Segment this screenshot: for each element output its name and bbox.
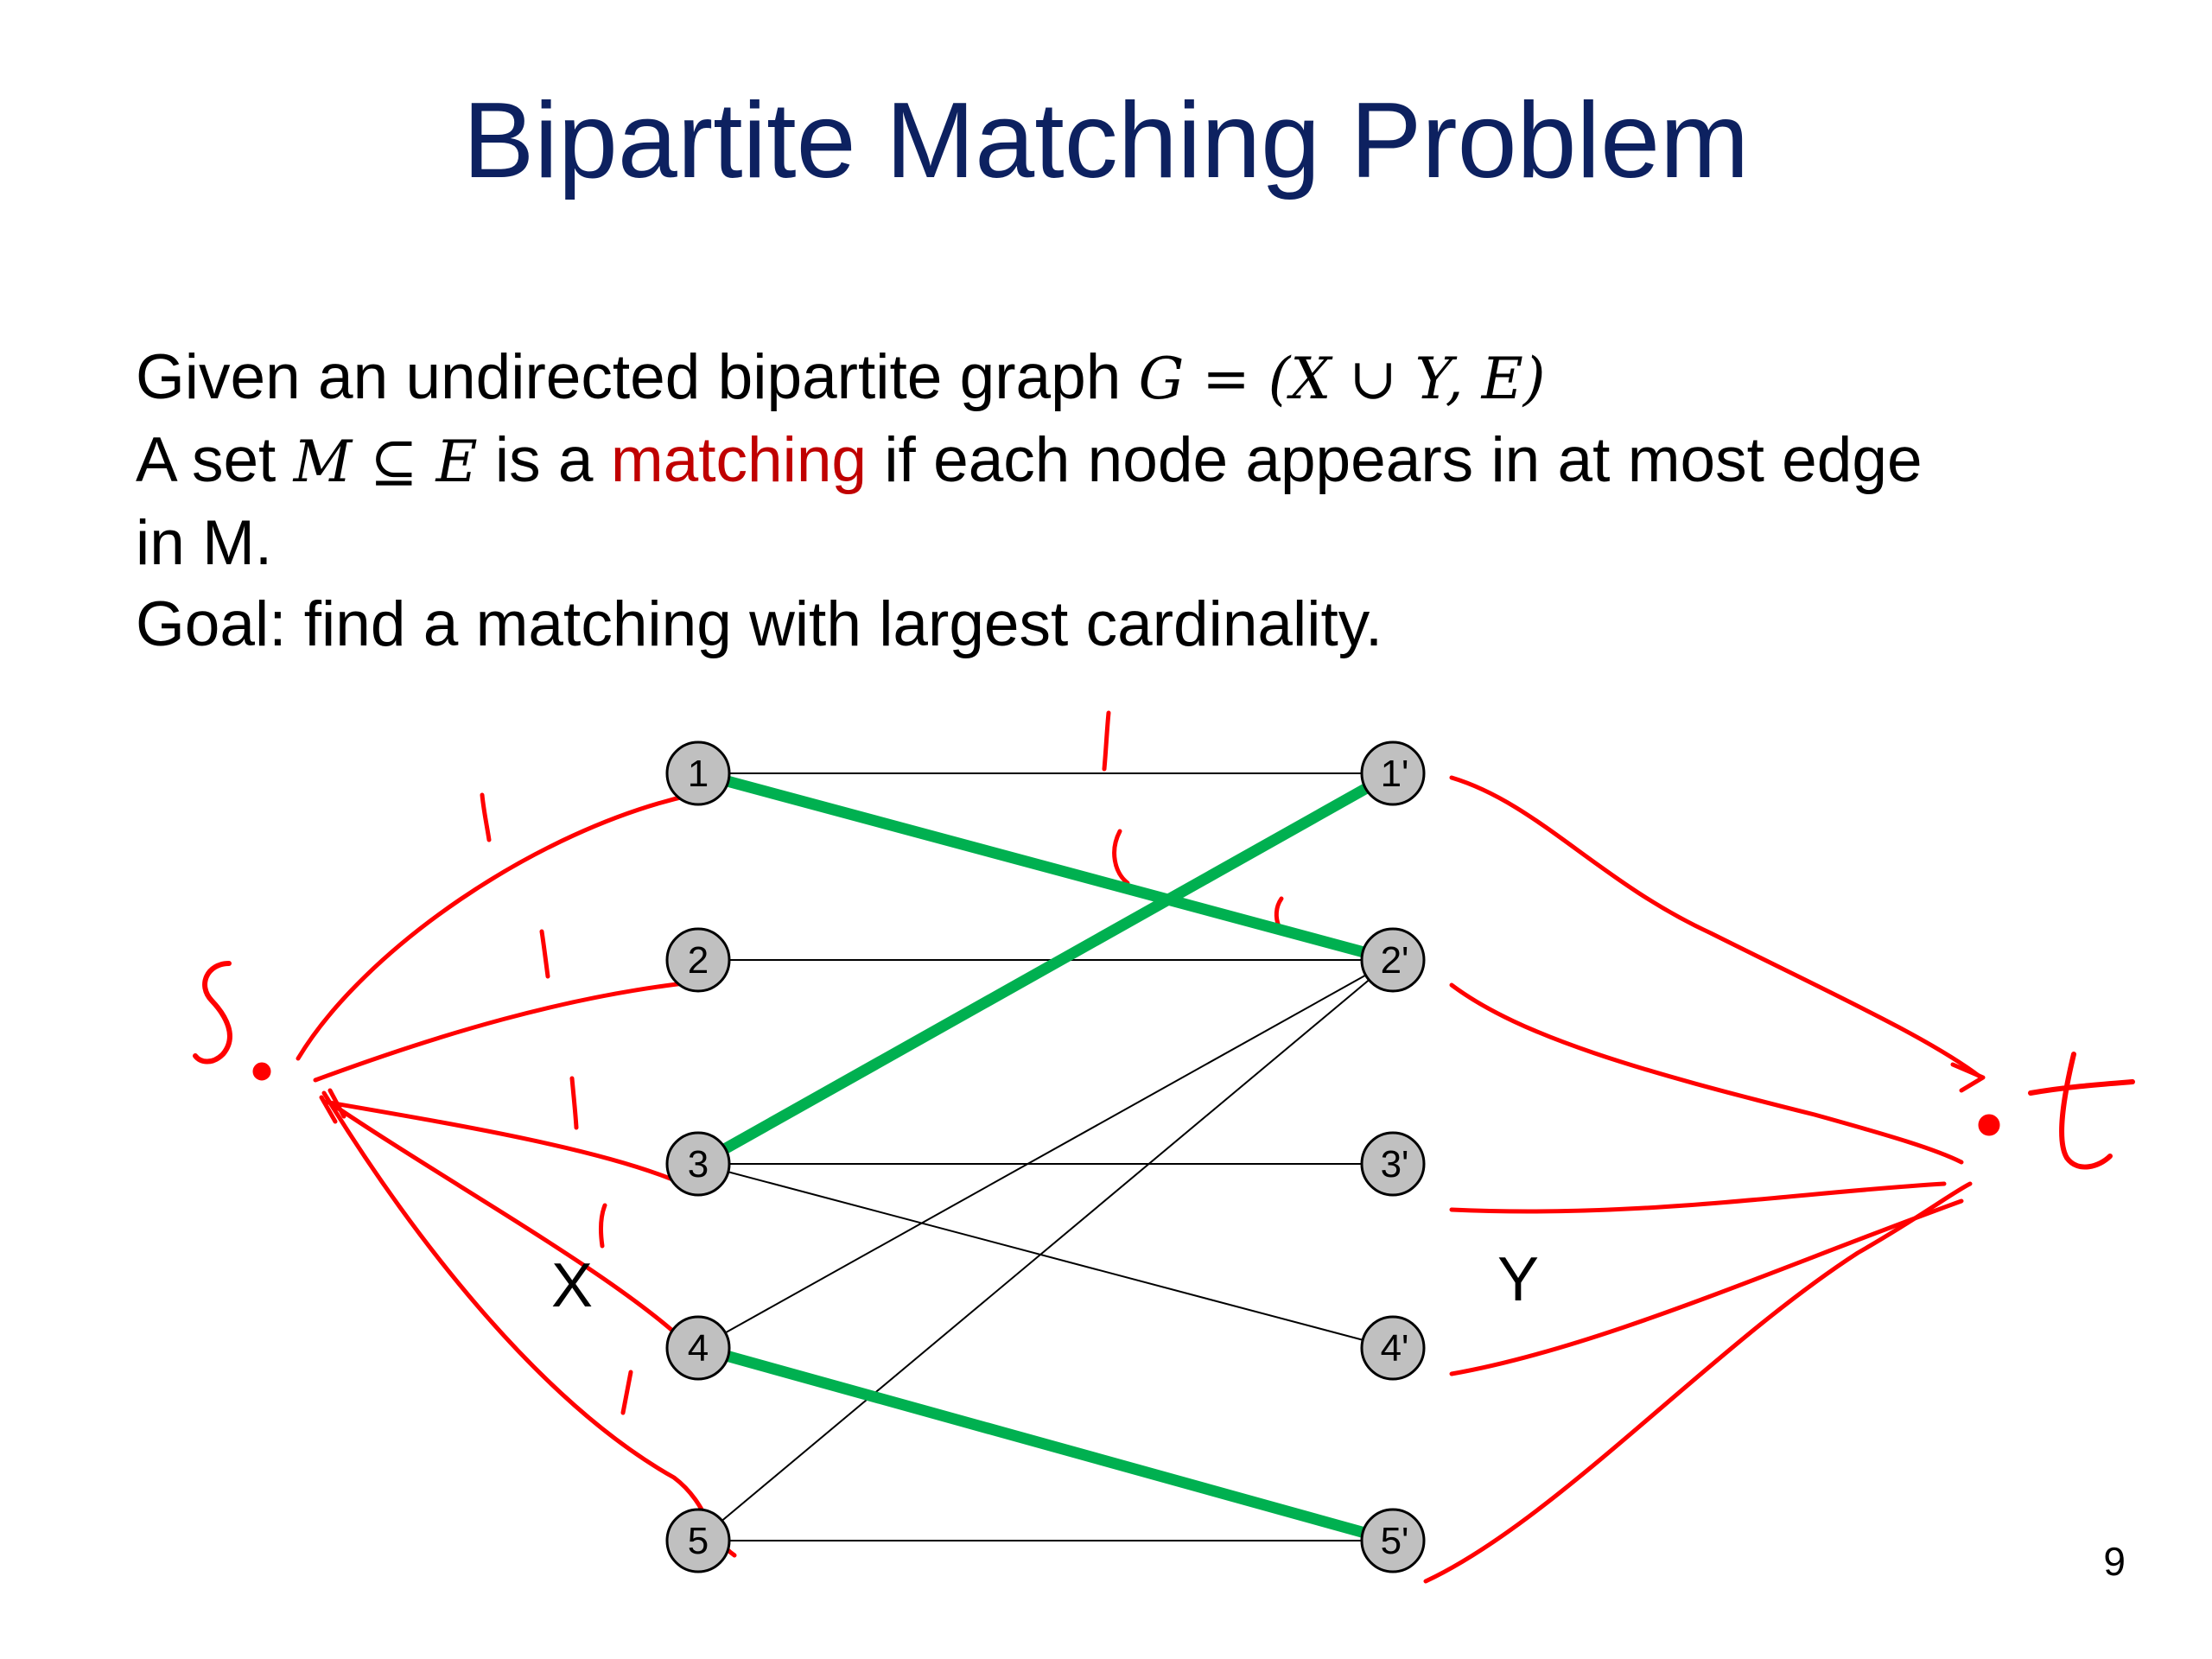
line1-text: Given an undirected bipartite graph — [136, 342, 1139, 412]
capacity-mark-edge-3 — [1274, 896, 1284, 929]
ink-edge-s-1 — [296, 792, 694, 1061]
left-set-label: X — [551, 1251, 593, 1320]
edge-5-2p — [697, 959, 1394, 1541]
left-node-set: 1 2 3 4 5 — [665, 741, 731, 1573]
ink-edge-3p-t — [1449, 1181, 1947, 1214]
node-5p: 5' — [1360, 1508, 1426, 1573]
ink-edge-s-4 — [326, 1099, 694, 1351]
ink-edge-s-3 — [321, 1099, 685, 1186]
node-2p-label: 2' — [1381, 939, 1409, 982]
node-4: 4 — [665, 1315, 731, 1381]
node-2-label: 2 — [688, 939, 709, 982]
problem-statement: Given an undirected bipartite graph G = … — [136, 337, 2123, 665]
capacity-mark-s-2 — [539, 929, 550, 979]
node-1: 1 — [665, 741, 731, 806]
ink-edge-5p-t — [1423, 1181, 1973, 1584]
source-label-s — [193, 961, 232, 1065]
statement-line-3: in M. — [136, 508, 273, 578]
node-5-label: 5 — [688, 1520, 709, 1562]
node-4p-label: 4' — [1381, 1327, 1409, 1370]
ink-edge-1p-t — [1449, 775, 1981, 1078]
node-1-label: 1 — [688, 753, 709, 795]
node-1p: 1' — [1360, 741, 1426, 806]
matching-edge-3-1p — [692, 767, 1399, 1170]
flow-network-ink — [193, 710, 2135, 1584]
node-3p: 3' — [1360, 1131, 1426, 1197]
node-1p-label: 1' — [1381, 753, 1409, 795]
ink-tick-s — [319, 1088, 346, 1124]
graph-definition-math: G = (X ∪ Y, E) — [1138, 346, 1546, 412]
matching-edge-1-2p — [692, 767, 1399, 966]
capacity-mark-edge-1 — [1102, 710, 1111, 772]
ink-edge-2p-t — [1449, 982, 1964, 1165]
edge-4-2p — [697, 959, 1394, 1349]
slide-title: Bipartite Matching Problem — [462, 81, 1750, 200]
source-node-dot — [252, 1062, 271, 1081]
matching-edges — [692, 767, 1399, 1547]
capacity-mark-s-4 — [598, 1203, 607, 1249]
graph-edges — [697, 772, 1394, 1541]
node-2p: 2' — [1360, 927, 1426, 993]
statement-line-2: A set M ⊆ E is a matching if each node a… — [136, 420, 2123, 503]
node-3-label: 3 — [688, 1143, 709, 1185]
capacity-mark-edge-2 — [1112, 829, 1130, 886]
matching-term: matching — [610, 425, 868, 495]
node-2: 2 — [665, 927, 731, 993]
right-set-label: Y — [1497, 1245, 1539, 1314]
sink-node-dot — [1978, 1114, 2000, 1136]
ink-edge-4p-t — [1449, 1198, 1964, 1376]
node-3p-label: 3' — [1381, 1143, 1409, 1185]
right-node-set: 1' 2' 3' 4' 5' — [1360, 741, 1426, 1573]
line2-text-a: A set — [136, 425, 294, 495]
line2-text-c: if each node appears in at most edge — [867, 425, 1923, 495]
sink-label-t — [2028, 1052, 2135, 1170]
node-4-label: 4 — [688, 1327, 709, 1370]
ink-tick-t — [1950, 1062, 1986, 1093]
statement-line-4: Goal: find a matching with largest cardi… — [136, 589, 1383, 659]
edge-3-4p — [697, 1163, 1394, 1349]
capacity-mark-s-1 — [480, 792, 492, 842]
ink-edge-s-2 — [313, 978, 711, 1083]
node-5p-label: 5' — [1381, 1520, 1409, 1562]
statement-line-1: Given an undirected bipartite graph G = … — [136, 337, 2123, 420]
capacity-mark-s-3 — [569, 1076, 579, 1130]
node-4p: 4' — [1360, 1315, 1426, 1381]
node-3: 3 — [665, 1131, 731, 1197]
node-5: 5 — [665, 1508, 731, 1573]
matching-subset-math: M ⊆ E — [293, 429, 478, 495]
matching-edge-4-5p — [692, 1342, 1399, 1547]
line2-text-b: is a — [477, 425, 611, 495]
capacity-mark-s-5 — [620, 1370, 633, 1415]
page-number: 9 — [2103, 1539, 2126, 1584]
